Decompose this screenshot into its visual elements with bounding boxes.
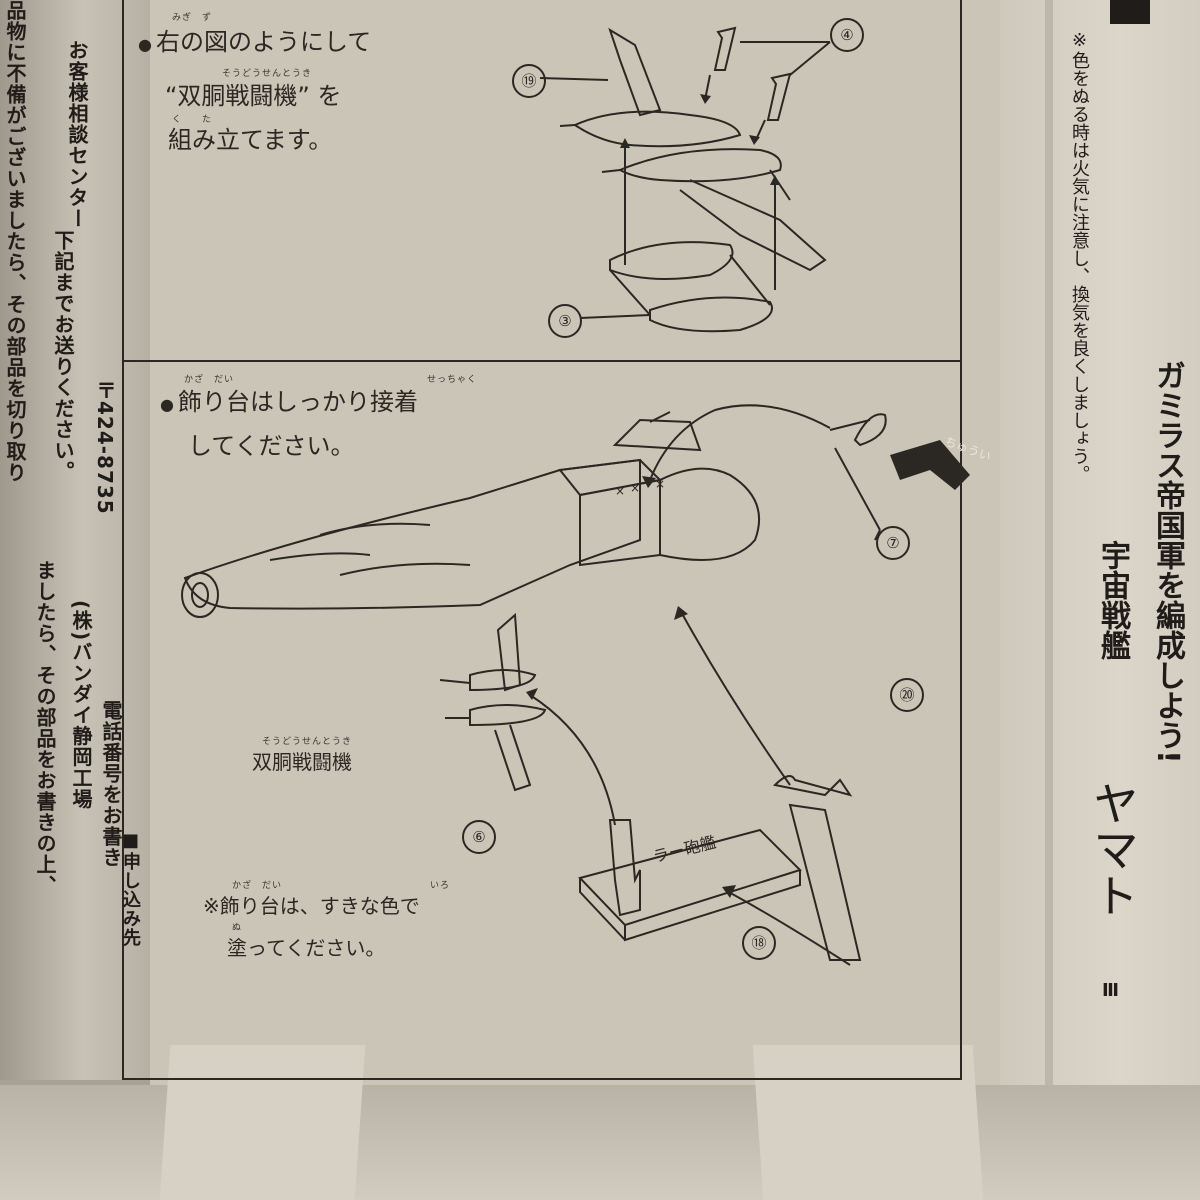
right-wall-caution: ※色をぬる時は火気に注意し、換気を良くしましょう。: [1069, 30, 1090, 483]
ruby-migizu: みぎ ず: [172, 13, 213, 23]
ruby-kazaridai: かざ だい: [184, 375, 235, 385]
gunboat-stand-assembly-diagram: × × ×: [181, 404, 970, 966]
left-wall-text-col8: ■申し込み先: [120, 830, 141, 947]
left-wall-text-col2: ましたら、その部品をお書きの上、: [33, 560, 57, 896]
ruby-secchaku: せっちゃく: [427, 375, 478, 385]
part-number-18: ⑱: [742, 926, 776, 960]
top-instruction-line3: 組み立てます。: [168, 126, 333, 154]
instruction-frame: [122, 0, 962, 1080]
ruby-fighter: そうどうせんとうき: [262, 737, 353, 747]
right-wall-product-prefix: 宇宙戦艦: [1095, 540, 1130, 660]
right-wall-slogan: ガミラス帝国軍を編成しよう!: [1150, 360, 1185, 764]
bottom-instruction-line2: してください。: [188, 432, 355, 460]
part-number-3: ③: [548, 304, 582, 338]
part-number-19: ⑲: [512, 64, 546, 98]
left-wall-text-col5: (株)バンダイ静岡工場: [69, 600, 93, 810]
box-right-wall: [1000, 0, 1200, 1200]
box-right-wall-fold: [1045, 0, 1053, 1200]
left-wall-text-col3: 下記までお送りください。: [51, 230, 75, 482]
ruby-kumitate: く た: [172, 115, 213, 125]
glue-mark-x: ×: [615, 484, 625, 498]
left-wall-text-col4: お客様相談センター: [65, 40, 89, 229]
top-instruction-line1: ●右の図のようにして: [138, 28, 372, 56]
note-line2: 塗ってください。: [227, 936, 386, 960]
box-left-wall: [0, 0, 150, 1080]
note-ruby-kazaridai: かざ だい: [232, 881, 283, 891]
part-number-4: ④: [830, 18, 864, 52]
right-wall-product-logo: ヤマト: [1086, 780, 1140, 918]
part-number-20: ⑳: [890, 678, 924, 712]
ruby-soudou: そうどうせんとうき: [222, 69, 313, 79]
twin-fuselage-fighter-assembly-diagram: [539, 26, 831, 333]
right-wall-black-tab: [1110, 0, 1150, 24]
right-wall-roman-numeral: Ⅲ: [1100, 980, 1121, 1001]
note-ruby-iro: いろ: [430, 881, 451, 891]
part-number-7: ⑦: [876, 526, 910, 560]
left-wall-text-col7: 電話番号をお書き: [99, 700, 123, 868]
glue-mark-x: ×: [655, 477, 665, 491]
caution-arrow-icon: [890, 440, 970, 490]
section-divider: [122, 360, 962, 362]
part-number-6: ⑥: [462, 820, 496, 854]
note-ruby-nu: ぬ: [232, 923, 243, 933]
top-instruction-line2: “双胴戦闘機” を: [165, 82, 342, 110]
bottom-instruction-line1: ●飾り台はしっかり接着: [160, 388, 418, 416]
fighter-label: 双胴戦闘機: [252, 750, 352, 774]
glue-mark-x: ×: [630, 481, 640, 495]
left-wall-text-col1: 品物に不備がございましたら、その部品を切り取り: [3, 0, 27, 483]
left-wall-text-col6: 〒424-8735: [93, 380, 117, 515]
note-line1: ※飾り台は、すきな色で: [203, 894, 420, 918]
